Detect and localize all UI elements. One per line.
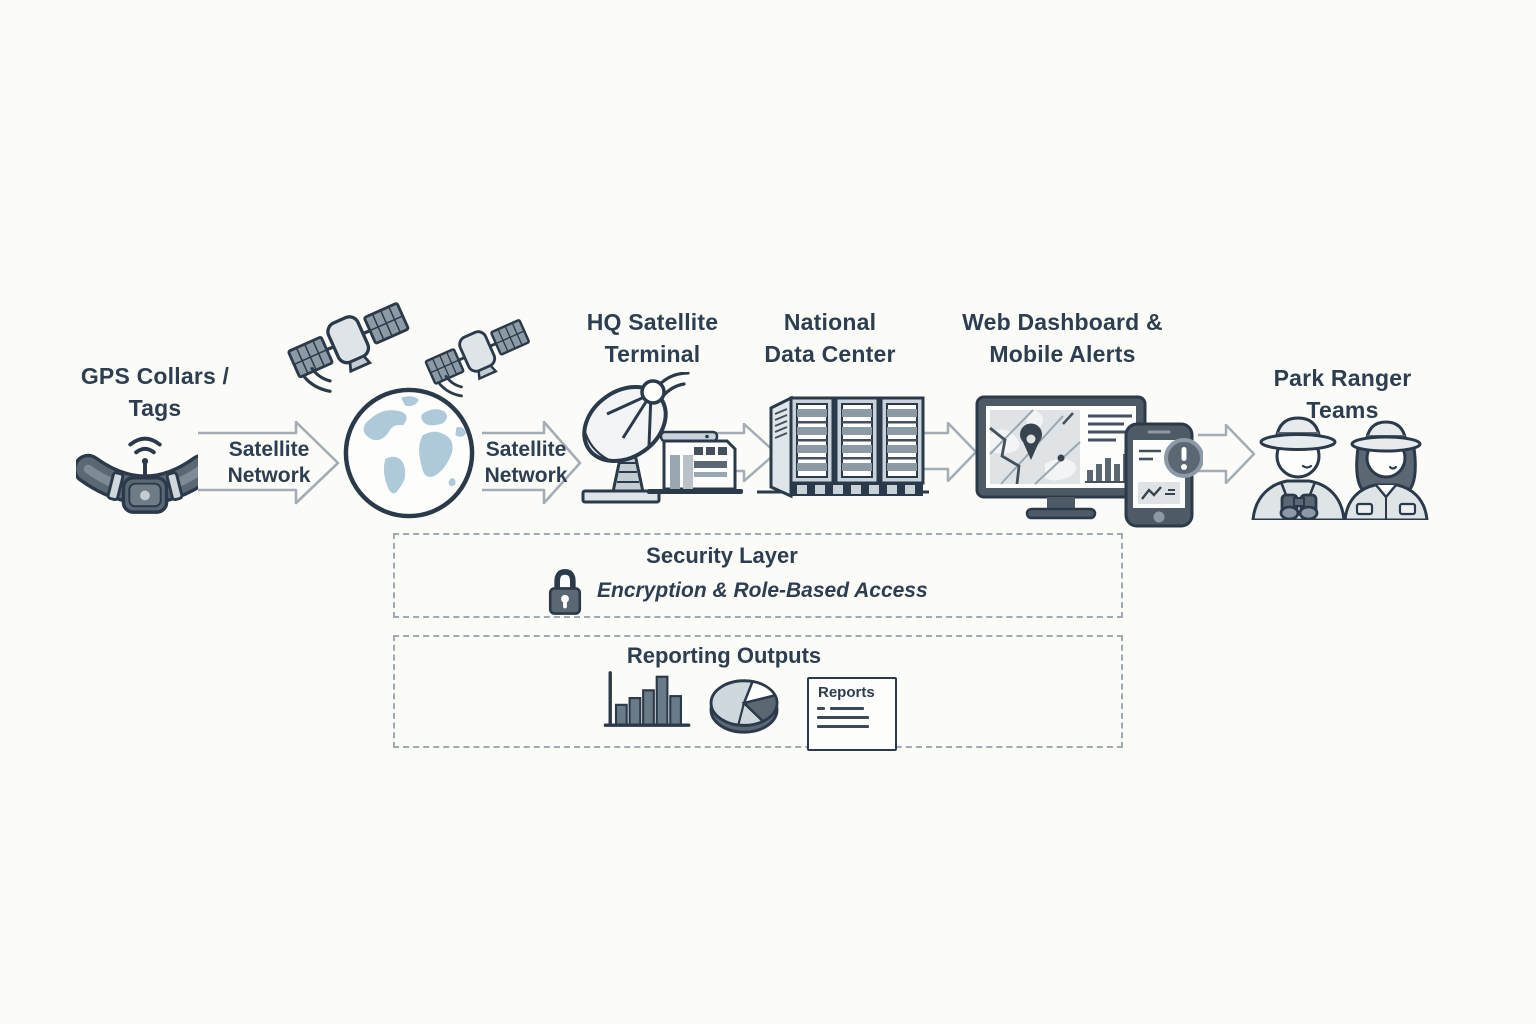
park-rangers-icon	[1251, 416, 1429, 520]
reporting-icons-row: Reports	[603, 669, 897, 751]
satellite-dish-terminal-icon	[581, 372, 743, 504]
report-document-label: Reports	[818, 684, 875, 701]
gps-collars-label: GPS Collars / Tags	[80, 363, 230, 421]
security-layer-box: Security Layer Encryption & Role-Based A…	[393, 533, 1123, 618]
reporting-outputs-box: Reporting Outputs Reports	[393, 635, 1123, 751]
dashboard-label: Web Dashboard & Mobile Alerts	[962, 309, 1163, 367]
reporting-outputs-title: Reporting Outputs	[626, 643, 822, 668]
security-layer-row: Encryption & Role-Based Access	[545, 565, 928, 617]
lock-icon	[548, 569, 582, 615]
data-center-label: National Data Center	[764, 309, 896, 367]
gps-collar-icon	[76, 436, 214, 514]
server-racks-icon	[757, 395, 929, 499]
web-dashboard-mobile-icon	[975, 395, 1203, 528]
globe-icon	[343, 387, 475, 519]
flow-arrow-satellite-to-hq	[482, 420, 582, 505]
park-rangers-label: Park Ranger Teams	[1273, 365, 1412, 423]
security-layer-subtitle: Encryption & Role-Based Access	[597, 579, 928, 602]
satellite-icon	[287, 302, 410, 393]
hq-terminal-label: HQ Satellite Terminal	[586, 309, 719, 367]
satellite-network-label-1: Satellite Network	[227, 438, 311, 487]
bar-chart-icon	[603, 671, 691, 727]
satellite-icon	[424, 319, 530, 398]
alert-badge-icon	[1164, 438, 1203, 478]
report-document-icon: Reports	[807, 677, 897, 751]
flow-arrow-dashboard-to-rangers	[1198, 424, 1256, 484]
flow-arrow-gps-to-satellite	[198, 420, 340, 505]
pie-chart-icon	[709, 679, 779, 734]
satellite-network-label-2: Satellite Network	[484, 438, 568, 487]
security-layer-title: Security Layer	[646, 543, 798, 568]
